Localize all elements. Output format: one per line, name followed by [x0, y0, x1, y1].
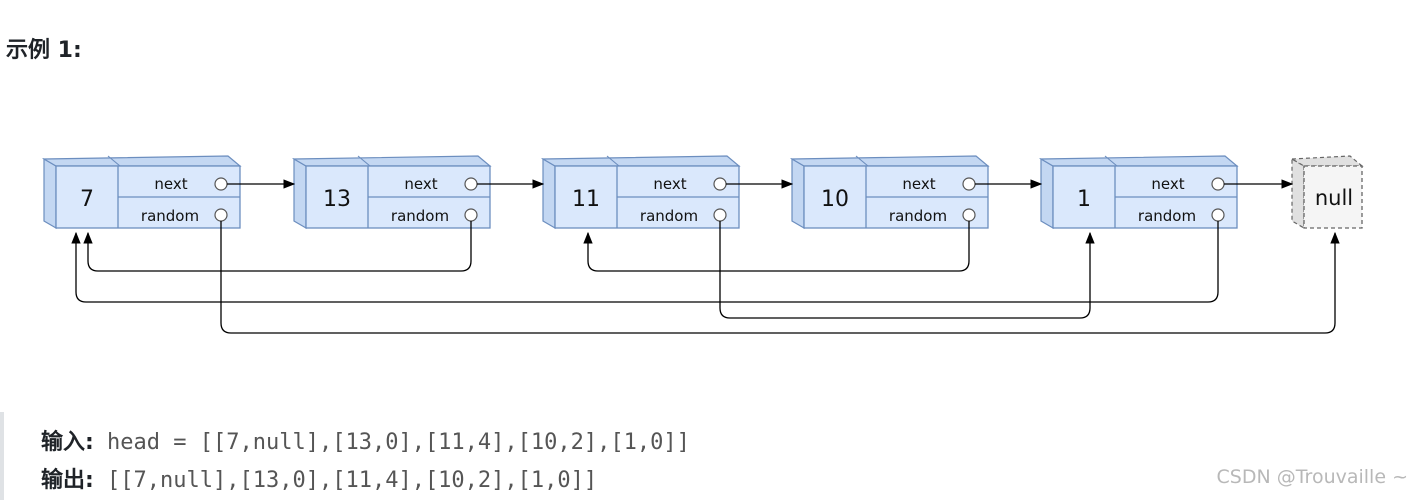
random-arrows [71, 221, 1340, 334]
next-label: next [653, 175, 686, 193]
watermark: CSDN @Trouvaille ~ [1216, 466, 1408, 488]
output-value: [[7,null],[13,0],[11,4],[10,2],[1,0]] [93, 468, 598, 493]
random-pointer-dot [464, 208, 478, 222]
random-linked-list-diagram: 7 next random 13 next random 11 next ran… [41, 155, 1364, 334]
random-label: random [141, 207, 199, 225]
random-arrow [220, 221, 1340, 334]
next-label: next [902, 175, 935, 193]
node-11: 11 next random [540, 155, 741, 230]
null-label: null [1315, 186, 1353, 210]
node-side-face [293, 157, 307, 230]
random-pointer-dot [1211, 208, 1225, 222]
random-label: random [889, 207, 947, 225]
next-pointer-dot [1211, 177, 1225, 191]
node-side-face [791, 157, 805, 230]
random-pointer-dot [214, 208, 228, 222]
random-arrow [583, 221, 970, 272]
next-pointer-dot [464, 177, 478, 191]
next-label: next [404, 175, 437, 193]
next-label: next [1151, 175, 1184, 193]
node-top-face [41, 155, 242, 167]
node-top-face [540, 155, 741, 167]
random-label: random [1138, 207, 1196, 225]
node-1: 1 next random [1038, 155, 1239, 230]
node-side-face [542, 157, 556, 230]
output-key: 输出: [41, 468, 94, 493]
io-block: 输入: head = [[7,null],[13,0],[11,4],[10,2… [0, 412, 1414, 500]
random-arrow [71, 221, 1219, 303]
random-arrow [719, 221, 1095, 319]
node-top-face [291, 155, 492, 167]
node-value: 7 [80, 187, 94, 212]
node-value: 13 [323, 187, 351, 212]
next-pointer-dot [713, 177, 727, 191]
null-node: null [1289, 155, 1364, 230]
next-pointer-dot [214, 177, 228, 191]
node-10: 10 next random [789, 155, 990, 230]
node-value: 1 [1077, 187, 1091, 212]
node-value: 10 [821, 187, 849, 212]
output-line: 输出: [[7,null],[13,0],[11,4],[10,2],[1,0]… [41, 462, 597, 494]
random-pointer-dot [713, 208, 727, 222]
next-label: next [154, 175, 187, 193]
node-side-face [1040, 157, 1054, 230]
random-label: random [640, 207, 698, 225]
random-label: random [391, 207, 449, 225]
node-top-face [789, 155, 990, 167]
node-side-face [43, 157, 57, 230]
input-value: head = [[7,null],[13,0],[11,4],[10,2],[1… [93, 430, 690, 455]
example-title: 示例 1: [6, 38, 82, 63]
node-top-face [1038, 155, 1239, 167]
input-line: 输入: head = [[7,null],[13,0],[11,4],[10,2… [41, 424, 690, 456]
node-13: 13 next random [291, 155, 492, 230]
node-7: 7 next random [41, 155, 242, 230]
random-arrow [83, 221, 472, 272]
input-key: 输入: [41, 430, 94, 455]
random-pointer-dot [962, 208, 976, 222]
next-pointer-dot [962, 177, 976, 191]
node-value: 11 [572, 187, 600, 212]
